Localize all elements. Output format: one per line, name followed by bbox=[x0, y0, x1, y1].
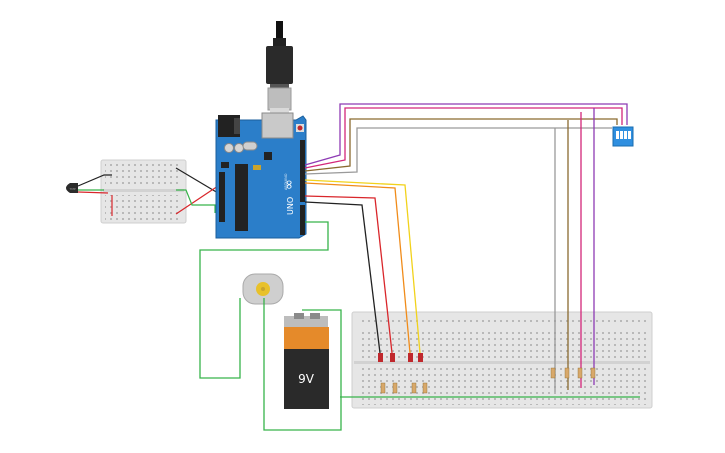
battery-9v[interactable]: 9V bbox=[284, 313, 329, 409]
arduino-brand-label: ARDUINO bbox=[284, 173, 288, 190]
microcontroller-chip bbox=[235, 164, 248, 231]
large-breadboard[interactable] bbox=[351, 311, 653, 409]
arduino-uno-board[interactable]: ∞ UNO ARDUINO bbox=[215, 112, 307, 239]
arduino-logo: ∞ bbox=[282, 179, 297, 190]
small-breadboard[interactable] bbox=[100, 159, 187, 224]
battery-label: 9V bbox=[298, 372, 315, 386]
usb-jack bbox=[261, 112, 294, 139]
icsp-header bbox=[219, 172, 225, 222]
wires bbox=[199, 103, 640, 431]
led-array[interactable] bbox=[378, 353, 423, 362]
led-3[interactable] bbox=[408, 353, 413, 362]
digital-header[interactable] bbox=[300, 140, 305, 202]
usb-plug-icon bbox=[266, 21, 293, 115]
dip-switch-icon[interactable] bbox=[612, 126, 634, 147]
led-1[interactable] bbox=[378, 353, 383, 362]
sensor-wires bbox=[77, 167, 219, 216]
svg-text:TMP: TMP bbox=[69, 187, 76, 191]
dc-motor-icon[interactable] bbox=[242, 273, 284, 305]
led-2[interactable] bbox=[390, 353, 395, 362]
resistor-array[interactable] bbox=[380, 367, 596, 394]
temperature-sensor-icon[interactable]: TMP bbox=[66, 183, 78, 193]
analog-header[interactable] bbox=[300, 205, 305, 235]
led-4[interactable] bbox=[418, 353, 423, 362]
arduino-model-label: UNO bbox=[286, 197, 295, 215]
